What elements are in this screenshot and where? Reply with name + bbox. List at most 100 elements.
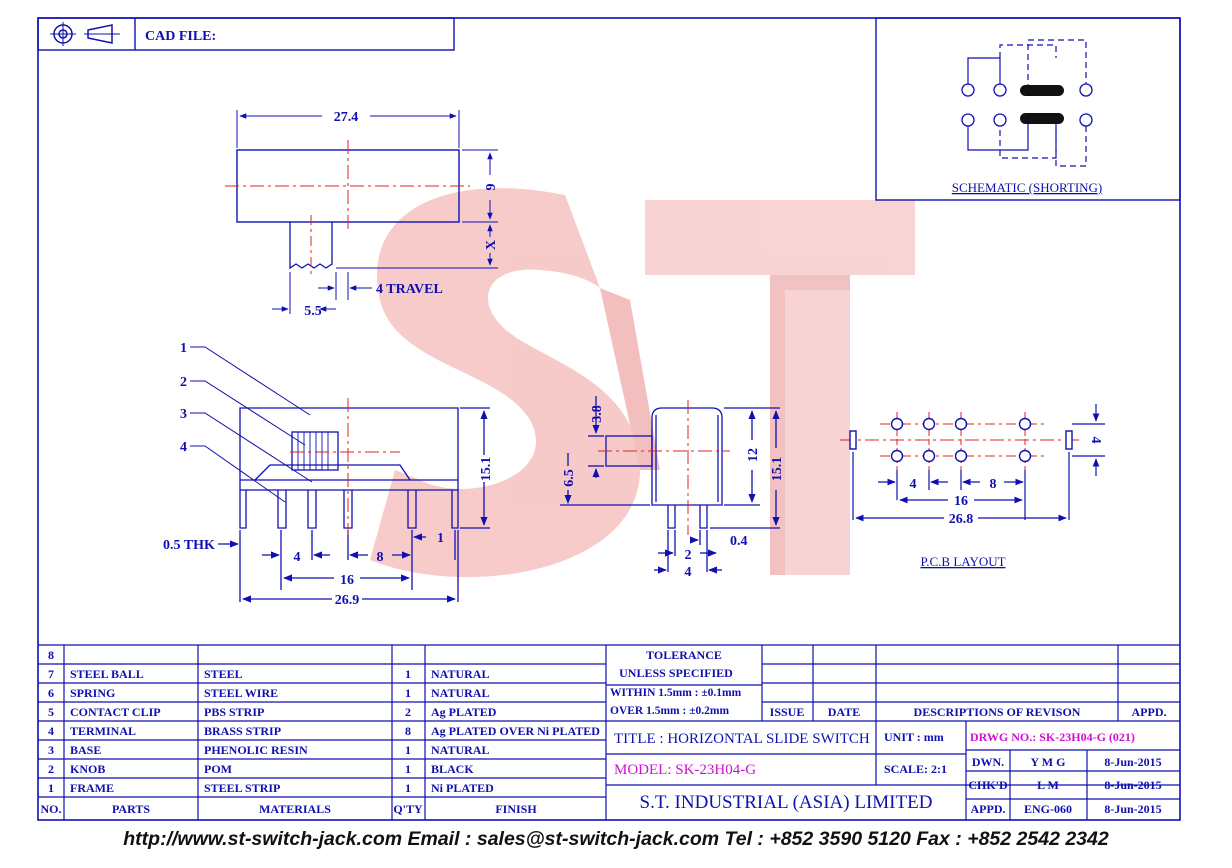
parts-table-cell: NATURAL: [431, 667, 489, 681]
title-block-text: TOLERANCE UNLESS SPECIFIED WITHIN 1.5mm …: [610, 648, 1167, 816]
pcb-layout: 4 8 16 26.8 4 P.C.B LAYOUT: [840, 404, 1105, 569]
dim-height: 9: [484, 184, 499, 191]
parts-table-cell: 8: [405, 724, 411, 738]
unless-label: UNLESS SPECIFIED: [619, 666, 733, 680]
parts-table-cell: STEEL BALL: [70, 667, 144, 681]
appd-by: ENG-060: [1024, 802, 1072, 816]
parts-table-cell: FRAME: [70, 781, 114, 795]
callout-2: 2: [180, 375, 187, 390]
parts-table-cell: Ag PLATED: [431, 705, 497, 719]
callout-3: 3: [180, 407, 187, 422]
parts-table-cell: NATURAL: [431, 743, 489, 757]
appd-header: APPD.: [1132, 705, 1167, 719]
dim-thk: 0.5 THK: [163, 538, 215, 553]
dim-front-span: 16: [340, 573, 354, 588]
drawing-border: [37, 17, 1181, 821]
parts-table-cell: STEEL STRIP: [204, 781, 280, 795]
descriptions-header: DESCRIPTIONS OF REVISON: [914, 705, 1081, 719]
parts-table-cell: 2: [405, 705, 411, 719]
dwn-label: DWN.: [972, 755, 1004, 769]
parts-table-cell: Ni PLATED: [431, 781, 494, 795]
dim-pin-gap: 2: [685, 548, 692, 563]
dim-body-height: 12: [746, 448, 761, 462]
parts-table-cell: 1: [405, 762, 411, 776]
parts-table-cell: BRASS STRIP: [204, 724, 281, 738]
pcb-title: P.C.B LAYOUT: [920, 554, 1005, 569]
parts-table-cell: 1: [405, 743, 411, 757]
parts-table-cell: TERMINAL: [70, 724, 136, 738]
parts-table-header: Q'TY: [393, 802, 423, 816]
dim-row: 4: [685, 565, 692, 580]
chkd-label: CHK'D: [968, 778, 1008, 792]
cad-file-box: CAD FILE:: [37, 17, 455, 51]
dim-width: 27.4: [334, 110, 359, 125]
company-name: S.T. INDUSTRIAL (ASIA) LIMITED: [640, 792, 933, 813]
parts-table: [38, 644, 1180, 820]
model-label: MODEL: SK-23H04-G: [614, 762, 756, 778]
dim-knob: X: [484, 240, 499, 250]
issue-header: ISSUE: [770, 705, 805, 719]
projection-symbol-icon: [50, 22, 120, 46]
schematic-title: SCHEMATIC (SHORTING): [952, 180, 1103, 195]
callout-4: 4: [180, 440, 187, 455]
parts-table-cell: 1: [405, 667, 411, 681]
parts-table-cell: KNOB: [70, 762, 105, 776]
dim-total-height: 15.1: [770, 457, 785, 482]
parts-table-cell: POM: [204, 762, 232, 776]
dim-front-height: 15.1: [479, 457, 494, 482]
parts-table-cell: 1: [405, 781, 411, 795]
parts-table-cell: CONTACT CLIP: [70, 705, 161, 719]
parts-table-header: MATERIALS: [259, 802, 331, 816]
parts-table-cell: PBS STRIP: [204, 705, 264, 719]
scale-label: SCALE: 2:1: [884, 762, 947, 776]
parts-table-header: NO.: [41, 802, 62, 816]
tolerance-label: TOLERANCE: [646, 648, 722, 662]
pcb-pitch2: 8: [990, 477, 997, 492]
parts-table-header: FINISH: [495, 802, 537, 816]
contact-footer: http://www.st-switch-jack.com Email : sa…: [123, 828, 1109, 850]
chkd-by: L M: [1037, 778, 1059, 792]
title-block: [606, 645, 1180, 820]
appd-label: APPD.: [971, 802, 1006, 816]
drawing-title: TITLE : HORIZONTAL SLIDE SWITCH: [614, 731, 870, 747]
parts-table-cell: 4: [48, 724, 54, 738]
dim-front-pitch: 4: [294, 550, 301, 565]
dim-knob-offset: 5.5: [304, 304, 322, 319]
schematic-panel: SCHEMATIC (SHORTING): [875, 17, 1181, 201]
dwn-date: 8-Jun-2015: [1104, 755, 1161, 769]
chkd-date: 8-Jun-2015: [1104, 778, 1161, 792]
side-view: [560, 396, 780, 574]
dwn-by: Y M G: [1031, 755, 1066, 769]
parts-table-cell: NATURAL: [431, 686, 489, 700]
pcb-pitch: 4: [910, 477, 917, 492]
dim-knob-position: 6.5: [562, 469, 577, 487]
parts-table-cell: BLACK: [431, 762, 474, 776]
front-view: [218, 407, 490, 603]
pcb-row: 4: [1088, 437, 1103, 444]
parts-table-cell: PHENOLIC RESIN: [204, 743, 308, 757]
dim-front-pitch2: 8: [377, 550, 384, 565]
parts-table-cell: SPRING: [70, 686, 115, 700]
parts-table-cell: BASE: [70, 743, 101, 757]
dim-pin-width: 0.4: [730, 534, 748, 549]
st-watermark-logo: [370, 188, 915, 578]
callout-1: 1: [180, 341, 187, 356]
cad-file-label: CAD FILE:: [145, 29, 216, 44]
top-view: 27.4 9 X 4 TRAVEL 5.5: [225, 110, 499, 319]
parts-table-cell: 3: [48, 743, 54, 757]
dim-knob-height: 3.8: [590, 405, 605, 423]
pcb-length: 26.8: [949, 512, 974, 527]
unit-label: UNIT : mm: [884, 730, 944, 744]
drawing-number: DRWG NO.: SK-23H04-G (021): [970, 730, 1135, 744]
date-header: DATE: [828, 705, 860, 719]
parts-table-cell: STEEL WIRE: [204, 686, 278, 700]
tolerance-within: WITHIN 1.5mm : ±0.1mm: [610, 687, 742, 699]
parts-table-cell: 8: [48, 648, 54, 662]
callouts: 1 2 3 4: [180, 341, 313, 503]
parts-table-header: PARTS: [112, 802, 150, 816]
parts-table-cell: 1: [405, 686, 411, 700]
parts-table-cell: STEEL: [204, 667, 243, 681]
parts-table-cell: 5: [48, 705, 54, 719]
